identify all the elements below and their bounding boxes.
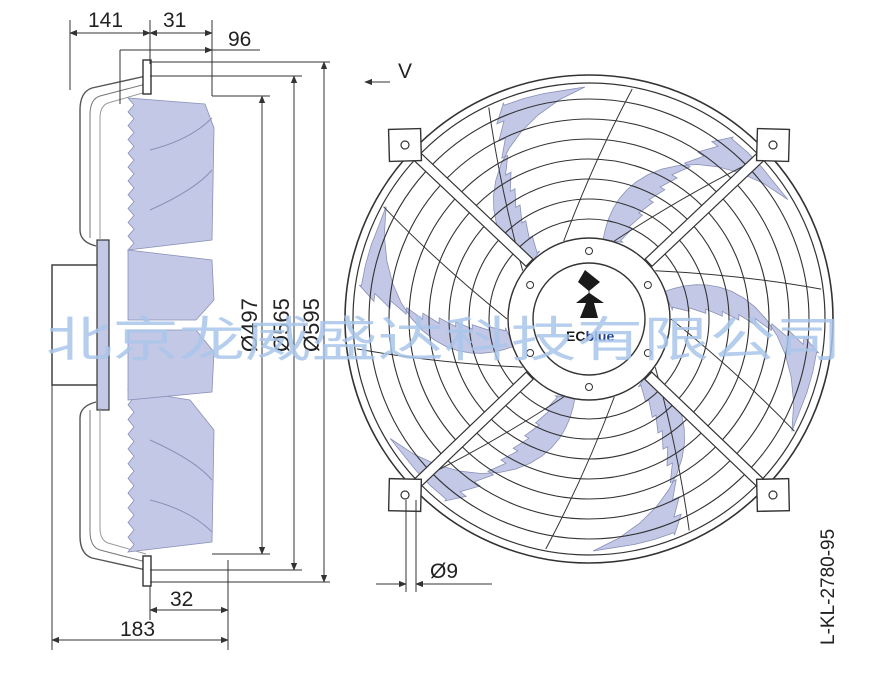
inner-ring [352, 82, 826, 556]
guard-rib [563, 88, 633, 242]
guard-profile-top [79, 75, 147, 247]
guard-ring [468, 198, 710, 440]
hub-hole [526, 349, 535, 357]
mount-plate [387, 127, 423, 163]
guard-ring [408, 138, 770, 500]
ecblue-logo-icon [576, 270, 604, 318]
mount-hole [768, 140, 778, 150]
watermark-text: 北京龙威盛达科技有限公司 [46, 312, 842, 368]
mounting-ring-top [142, 59, 152, 95]
side-blade [127, 249, 215, 321]
mount-plate [755, 477, 791, 513]
mount-hole [400, 140, 410, 150]
fan-blade [602, 136, 789, 243]
dim-dia497-label: Ø497 [237, 298, 262, 352]
dim-dia595-label: Ø595 [299, 298, 324, 352]
guard-ring [428, 158, 750, 480]
hub-hole [585, 247, 593, 255]
motor-body [51, 264, 99, 386]
hub-hole [585, 383, 593, 391]
front-view: ECblue [344, 74, 834, 564]
dim-31-label: 31 [163, 9, 186, 32]
mount-hole [400, 490, 410, 500]
guard-rib [545, 396, 615, 550]
fan-blade [358, 206, 515, 354]
front-dimension-lines [364, 78, 492, 592]
side-blades [127, 97, 215, 553]
side-dimension-lines [51, 20, 330, 650]
logo-text: ECblue [566, 328, 614, 344]
guard-rib [383, 206, 508, 320]
guard-rib [670, 318, 795, 432]
mount-plate [755, 127, 791, 163]
guard-rib [356, 348, 523, 368]
dim-183-label: 183 [120, 618, 155, 641]
side-blade-edge [149, 117, 213, 533]
guard-ring [368, 98, 810, 540]
view-direction-label: V [398, 60, 412, 83]
side-view [51, 59, 215, 587]
dim-96-label: 96 [228, 28, 251, 51]
guard-rib [655, 270, 822, 290]
guard-ring [488, 218, 690, 420]
fan-blade [389, 395, 576, 502]
hub-holes [526, 247, 652, 391]
motor-flange [96, 239, 110, 411]
guard-rings [356, 88, 822, 550]
guard-struts [387, 127, 791, 513]
mount-hole [768, 490, 778, 500]
side-blade [127, 329, 215, 401]
guard-ring [388, 118, 790, 520]
hub-hole [643, 281, 652, 289]
dim-32-label: 32 [170, 588, 193, 611]
mounting-ring-bottom [142, 555, 152, 587]
dim-141-label: 141 [88, 9, 123, 32]
guard-profile-bottom [79, 401, 147, 571]
drawing-code-label: L-KL-2780-95 [818, 529, 839, 645]
hub-hole [526, 281, 535, 289]
side-blade [127, 389, 215, 553]
hub-center [532, 262, 646, 376]
side-blade [127, 97, 215, 251]
hub-hole [643, 349, 652, 357]
dim-dia565-label: Ø565 [269, 298, 294, 352]
dim-dia9-label: Ø9 [430, 560, 458, 583]
fan-blade [663, 284, 820, 432]
mount-plate [387, 477, 423, 513]
